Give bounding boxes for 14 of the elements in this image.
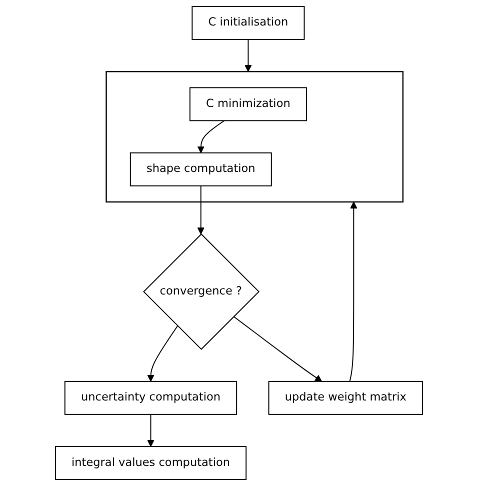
arrow bbox=[147, 414, 154, 447]
arrow bbox=[349, 202, 358, 382]
arrow bbox=[197, 185, 204, 234]
arrow bbox=[197, 120, 225, 154]
process-box: C minimization bbox=[190, 87, 307, 122]
process-box: integral values computation bbox=[54, 446, 247, 480]
process-box: update weight matrix bbox=[268, 380, 424, 415]
process-box: uncertainty computation bbox=[64, 380, 238, 415]
arrow bbox=[147, 325, 178, 382]
arrow bbox=[244, 38, 252, 72]
process-box: C initialisation bbox=[192, 6, 305, 40]
decision-diamond: convergence ? bbox=[143, 233, 260, 350]
arrow bbox=[233, 316, 322, 382]
process-box: shape computation bbox=[130, 152, 272, 186]
